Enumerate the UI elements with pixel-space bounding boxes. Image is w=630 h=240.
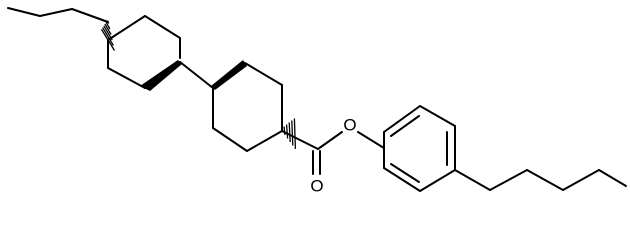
- bond-carbonyl-ester-oxygen: [317, 131, 343, 150]
- ester-oxygen-label: O: [343, 116, 356, 135]
- cyclohexane-ring-1: [107, 15, 182, 91]
- carbonyl-oxygen-label: O: [310, 177, 323, 196]
- molecule-structure: O O: [7, 7, 627, 196]
- propyl-chain: [7, 7, 109, 23]
- wedge-stereo-bond-ring2-top: [211, 60, 247, 90]
- phenyl-ring: [383, 105, 456, 192]
- pentyl-chain: [454, 169, 627, 191]
- aromatic-inner-bond-3: [390, 163, 420, 183]
- cyclohexane-ring-2: [211, 60, 283, 152]
- ester-group: O O: [281, 116, 385, 196]
- bond-propyl-2: [39, 8, 73, 17]
- hashed-stereo-bond-ring2-ester: [280, 118, 297, 150]
- aromatic-inner-bond-1: [390, 115, 420, 137]
- bond-ring2-carbonyl-carbon: [281, 130, 319, 150]
- bond-ester-oxygen-phenyl: [357, 131, 385, 149]
- wedge-stereo-bond-ring1-bottom: [140, 60, 182, 91]
- bond-propyl-3: [71, 8, 109, 23]
- bond-propyl-1: [7, 7, 41, 17]
- bond-ring1-ring2: [179, 61, 214, 89]
